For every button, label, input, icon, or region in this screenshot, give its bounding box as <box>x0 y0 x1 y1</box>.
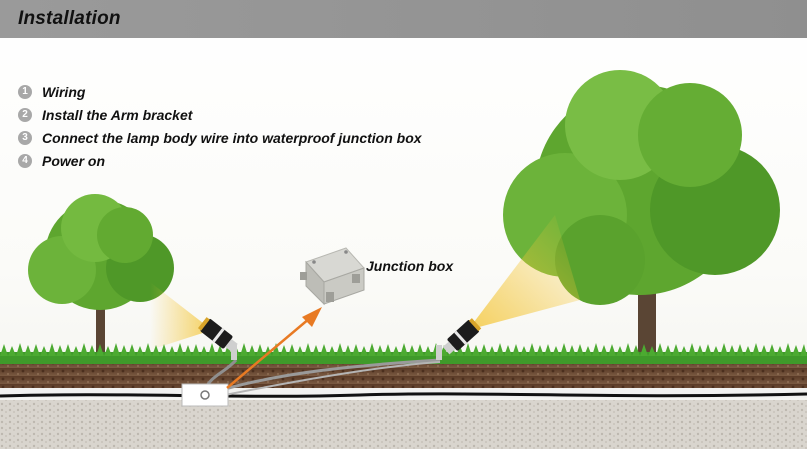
left-tree-icon <box>28 194 174 356</box>
installation-steps: 1 Wiring 2 Install the Arm bracket 3 Con… <box>18 80 422 172</box>
left-light-beam <box>150 282 212 350</box>
step-item: 2 Install the Arm bracket <box>18 103 422 126</box>
step-text: Wiring <box>42 83 86 100</box>
step-text: Connect the lamp body wire into waterpro… <box>42 129 422 146</box>
page-title: Installation <box>18 8 121 29</box>
step-number-icon: 3 <box>18 130 32 145</box>
grass-strip <box>0 343 807 364</box>
arrow-icon <box>226 307 322 389</box>
step-number-icon: 4 <box>18 153 32 168</box>
step-number-icon: 1 <box>18 84 32 99</box>
right-light-beam <box>468 215 580 330</box>
header-bar: Installation <box>0 0 807 38</box>
left-spotlight-icon <box>197 317 238 360</box>
step-text: Install the Arm bracket <box>42 106 193 123</box>
buried-cable-line <box>0 392 807 398</box>
right-spotlight-icon <box>436 318 482 360</box>
step-number-icon: 2 <box>18 107 32 122</box>
step-item: 4 Power on <box>18 149 422 172</box>
step-item: 1 Wiring <box>18 80 422 103</box>
right-tree-icon <box>503 70 780 354</box>
step-item: 3 Connect the lamp body wire into waterp… <box>18 126 422 149</box>
buried-junction-box-icon <box>181 383 229 407</box>
step-text: Power on <box>42 152 106 169</box>
cable-right-icon <box>214 358 441 394</box>
junction-box-label: Junction box <box>366 258 454 274</box>
gravel-layer <box>0 400 807 449</box>
junction-box-icon <box>300 247 365 306</box>
